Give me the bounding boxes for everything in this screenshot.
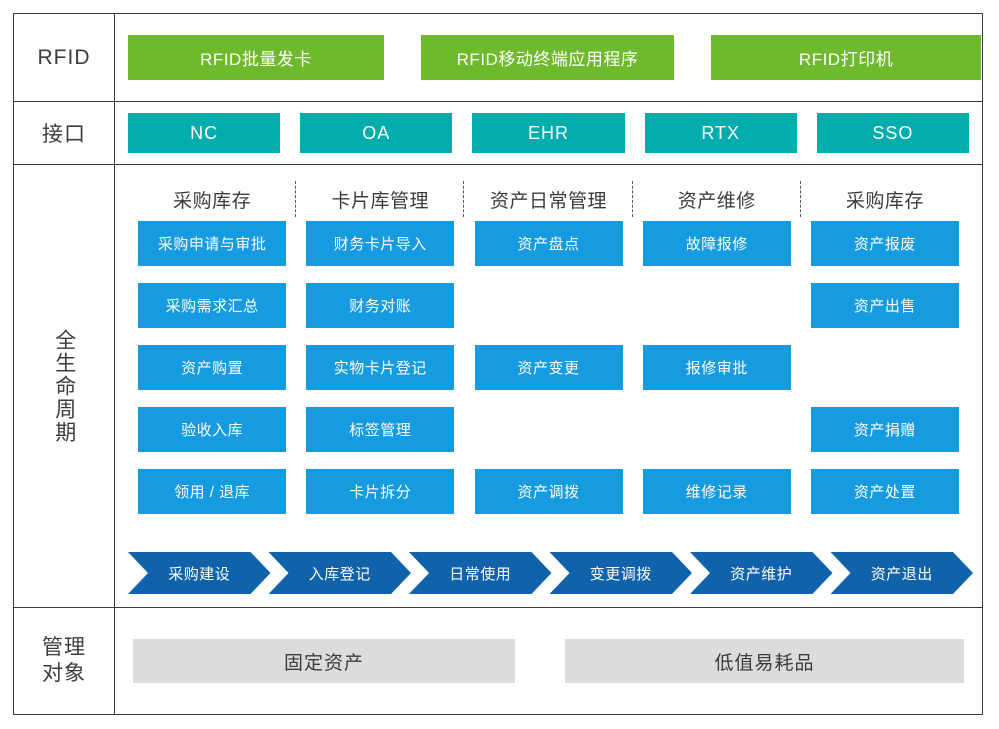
cell-placeholder	[475, 283, 623, 328]
interface-row: 接口 NC OA EHR RTX SSO	[14, 102, 982, 165]
flow-step-asset-retirement[interactable]: 资产退出	[831, 552, 974, 594]
cell-placeholder	[811, 345, 959, 390]
lifecycle-row: 全生命周期 采购库存 采购申请与审批 采购需求汇总 资产购置 验收入库 领用 /…	[14, 165, 982, 608]
flow-step-warehouse-registration[interactable]: 入库登记	[269, 552, 412, 594]
management-object-label-line1: 管理	[42, 635, 86, 659]
rfid-row: RFID RFID批量发卡 RFID移动终端应用程序 RFID打印机	[14, 14, 982, 102]
cell-purchase-request-approval[interactable]: 采购申请与审批	[138, 221, 287, 266]
cell-asset-purchase[interactable]: 资产购置	[138, 345, 287, 390]
rfid-item-mobile-app[interactable]: RFID移动终端应用程序	[421, 35, 674, 80]
object-item-low-value-consumables[interactable]: 低值易耗品	[565, 639, 964, 683]
cell-requisition-return[interactable]: 领用 / 退库	[138, 469, 287, 514]
cell-repair-approval[interactable]: 报修审批	[642, 345, 791, 390]
flow-step-change-transfer[interactable]: 变更调拨	[550, 552, 693, 594]
cell-tag-management[interactable]: 标签管理	[306, 407, 455, 452]
interface-item-rtx[interactable]: RTX	[644, 113, 797, 153]
lifecycle-row-label-text: 全生命周期	[52, 328, 76, 444]
column-title: 采购库存	[845, 190, 924, 212]
interface-item-nc[interactable]: NC	[128, 113, 281, 153]
cell-fault-repair-request[interactable]: 故障报修	[642, 221, 791, 266]
cell-asset-disposal[interactable]: 资产处置	[810, 469, 959, 514]
management-object-row: 管理 对象 固定资产 低值易耗品	[14, 608, 982, 714]
object-item-fixed-asset[interactable]: 固定资产	[133, 639, 515, 683]
cell-card-split[interactable]: 卡片拆分	[306, 469, 455, 514]
lifecycle-row-body: 采购库存 采购申请与审批 采购需求汇总 资产购置 验收入库 领用 / 退库 卡片…	[115, 165, 982, 607]
interface-item-ehr[interactable]: EHR	[472, 113, 625, 153]
cell-repair-record[interactable]: 维修记录	[642, 469, 791, 514]
column-title: 资产维修	[677, 190, 756, 212]
lifecycle-column-asset-maintenance: 资产维修 故障报修 报修审批 维修记录	[631, 177, 801, 549]
interface-row-label: 接口	[14, 102, 115, 164]
cell-purchase-demand-summary[interactable]: 采购需求汇总	[138, 283, 287, 328]
cell-asset-donation[interactable]: 资产捐赠	[810, 407, 959, 452]
cell-asset-sale[interactable]: 资产出售	[810, 283, 959, 328]
interface-item-oa[interactable]: OA	[300, 113, 453, 153]
flow-step-daily-use[interactable]: 日常使用	[409, 552, 552, 594]
rfid-row-body: RFID批量发卡 RFID移动终端应用程序 RFID打印机	[115, 14, 994, 101]
cell-physical-card-registration[interactable]: 实物卡片登记	[306, 345, 455, 390]
column-title: 采购库存	[173, 190, 252, 212]
lifecycle-column-asset-daily-management: 资产日常管理 资产盘点 资产变更 资产调拨	[463, 177, 632, 549]
interface-item-sso[interactable]: SSO	[816, 113, 970, 153]
management-object-row-body: 固定资产 低值易耗品	[115, 608, 982, 714]
lifecycle-column-card-library-management: 卡片库管理 财务卡片导入 财务对账 实物卡片登记 标签管理 卡片拆分	[295, 177, 464, 549]
flow-step-asset-maintenance[interactable]: 资产维护	[690, 552, 833, 594]
rfid-item-printer[interactable]: RFID打印机	[711, 35, 981, 80]
cell-acceptance-warehousing[interactable]: 验收入库	[138, 407, 287, 452]
cell-asset-transfer[interactable]: 资产调拨	[474, 469, 623, 514]
cell-placeholder	[643, 283, 791, 328]
lifecycle-columns: 采购库存 采购申请与审批 采购需求汇总 资产购置 验收入库 领用 / 退库 卡片…	[128, 165, 969, 549]
management-object-row-label: 管理 对象	[14, 608, 115, 714]
lifecycle-column-procurement-inventory: 采购库存 采购申请与审批 采购需求汇总 资产购置 验收入库 领用 / 退库	[128, 177, 296, 549]
cell-finance-card-import[interactable]: 财务卡片导入	[306, 221, 455, 266]
lifecycle-process-flow: 采购建设 入库登记 日常使用 变更调拨 资产维护 资产退出	[128, 549, 969, 607]
column-title: 卡片库管理	[331, 190, 430, 212]
cell-placeholder	[643, 407, 791, 452]
cell-asset-inventory-check[interactable]: 资产盘点	[474, 221, 623, 266]
lifecycle-row-label: 全生命周期	[14, 165, 115, 607]
management-object-label-line2: 对象	[42, 662, 86, 685]
rfid-item-batch-issue[interactable]: RFID批量发卡	[128, 35, 384, 80]
cell-asset-scrap[interactable]: 资产报废	[810, 221, 959, 266]
cell-asset-change[interactable]: 资产变更	[474, 345, 623, 390]
rfid-row-label: RFID	[14, 14, 115, 101]
interface-row-body: NC OA EHR RTX SSO	[115, 102, 982, 164]
flow-step-procurement-construction[interactable]: 采购建设	[128, 552, 271, 594]
cell-placeholder	[475, 407, 623, 452]
lifecycle-architecture-diagram: RFID RFID批量发卡 RFID移动终端应用程序 RFID打印机 接口 NC…	[13, 13, 983, 715]
lifecycle-column-procurement-inventory-2: 采购库存 资产报废 资产出售 资产捐赠 资产处置	[799, 177, 969, 549]
column-title: 资产日常管理	[490, 190, 608, 212]
cell-finance-reconciliation[interactable]: 财务对账	[306, 283, 455, 328]
